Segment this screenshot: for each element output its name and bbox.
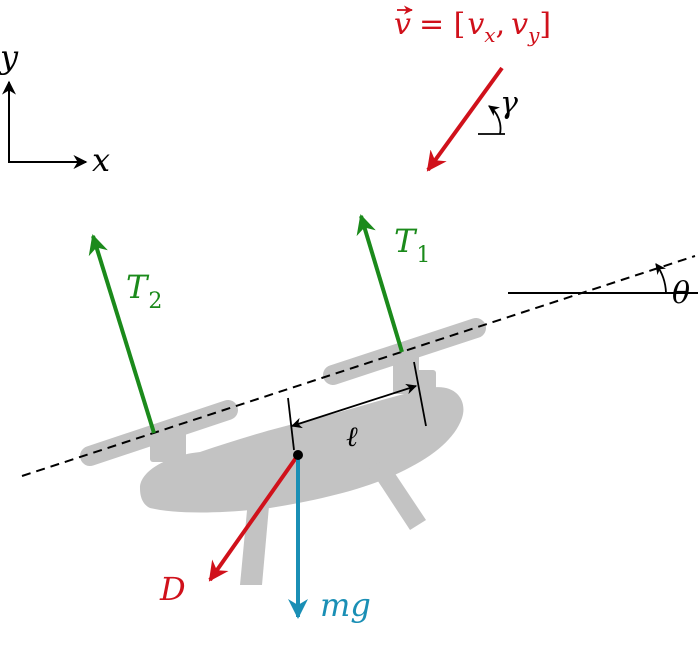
- velocity-angle-arc: [488, 105, 502, 135]
- coordinate-frame: y x: [0, 38, 110, 179]
- thrust-t2-label: T2: [126, 268, 162, 314]
- body-forces: D mg: [159, 450, 371, 624]
- velocity-vector: γ v= [vx,vy]: [394, 5, 551, 172]
- drone-leg-rear: [240, 495, 270, 585]
- drone-leg-front: [368, 460, 426, 530]
- arm-length-dimension: ℓ: [287, 361, 427, 453]
- velocity-angle-label: γ: [500, 86, 518, 121]
- arm-length-label: ℓ: [346, 420, 358, 453]
- thrust-t1-label: T1: [394, 222, 430, 268]
- weight-label: mg: [320, 586, 371, 624]
- velocity-arrow: [426, 66, 504, 172]
- pitch-angle-label: θ: [672, 276, 690, 311]
- drone-body: [140, 387, 464, 513]
- arm-tick-right: [413, 361, 427, 427]
- y-axis-label: y: [0, 38, 19, 76]
- velocity-label: v= [vx,vy]: [394, 7, 551, 47]
- drag-label: D: [159, 570, 186, 608]
- drag-arrow: [208, 453, 300, 582]
- right-motor-nub: [408, 370, 436, 392]
- left-propeller: [80, 400, 238, 466]
- thrust-t1-arrow: [356, 214, 404, 353]
- x-axis-label: x: [92, 141, 110, 179]
- center-of-mass-point: [293, 450, 303, 460]
- arm-length-arrow: [290, 383, 418, 429]
- drone-silhouette: [80, 318, 486, 585]
- pitch-angle-arc: [655, 263, 667, 294]
- thrust-t2-arrow: [88, 234, 156, 434]
- thrust-vectors: T2 T1: [88, 214, 430, 434]
